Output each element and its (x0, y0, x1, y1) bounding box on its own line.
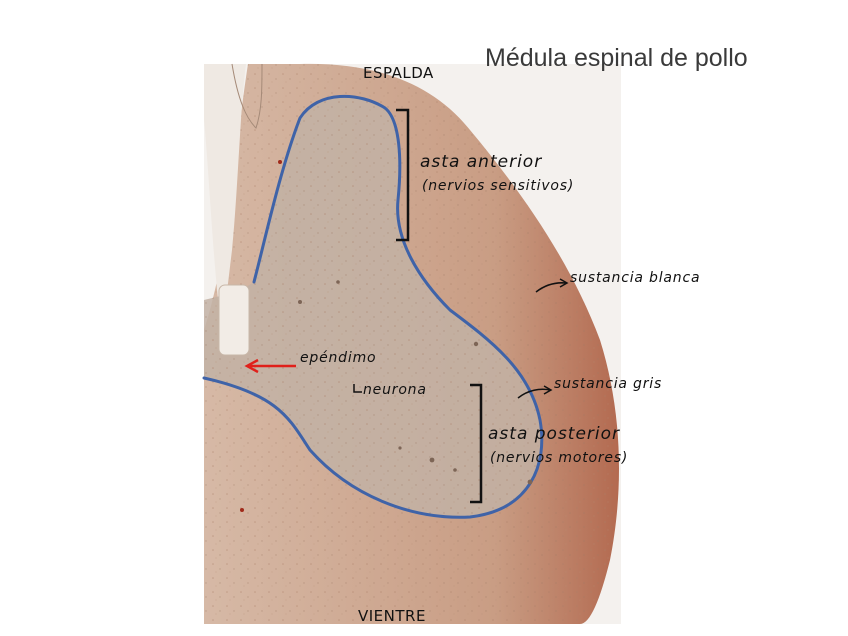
neuron-dots (240, 160, 533, 512)
gray-matter-outline (202, 94, 544, 519)
median-fissure (204, 64, 246, 300)
anterior-horn-bracket (396, 108, 410, 242)
label-anterior-horn-note: (nervios sensitivos) (422, 178, 575, 194)
white-matter-arrow (535, 282, 567, 293)
label-white-matter: sustancia blanca (570, 270, 701, 286)
label-dorsal: ESPALDA (363, 64, 434, 82)
central-canal (218, 284, 250, 356)
label-neuron: neurona (363, 382, 427, 398)
slide-title: Médula espinal de pollo (485, 44, 748, 72)
neuron-arrow (353, 384, 362, 393)
posterior-horn-bracket (470, 383, 483, 504)
gray-matter-arrow (517, 388, 551, 399)
label-ependyma: epéndimo (300, 350, 377, 366)
label-ventral: VIENTRE (358, 607, 426, 625)
label-posterior-horn: asta posterior (488, 424, 621, 444)
label-anterior-horn: asta anterior (420, 152, 543, 172)
label-gray-matter: sustancia gris (554, 376, 663, 392)
label-posterior-horn-note: (nervios motores) (490, 450, 629, 466)
